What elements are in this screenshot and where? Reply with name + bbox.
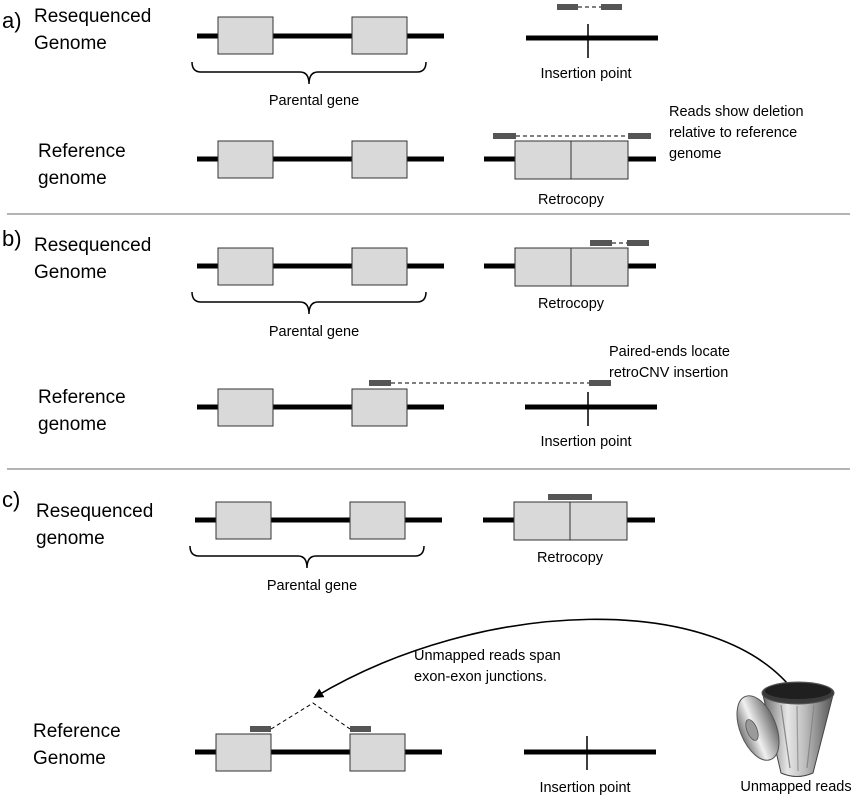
panel-a-resequenced-label-2: Genome <box>34 33 107 54</box>
read-bar <box>627 240 649 246</box>
panel-b-resequenced-gene <box>197 247 444 286</box>
panel-a-note-1: Reads show deletion <box>669 104 804 120</box>
panel-b-insertion-point <box>391 380 657 426</box>
panel-a-reference-label-1: Reference <box>38 141 126 162</box>
read-bar <box>590 240 612 246</box>
panel-a-resequenced-label-1: Resequenced <box>34 6 151 27</box>
panel-b: b) Resequenced Genome Parental gene Retr… <box>2 226 730 450</box>
parental-gene-brace <box>189 545 425 569</box>
panel-c-insertion-point-label: Insertion point <box>539 780 630 796</box>
panel-c-resequenced-label-2: genome <box>36 528 105 549</box>
panel-a-insertion-point-label: Insertion point <box>540 66 631 82</box>
panel-c-insertion-point <box>524 736 656 770</box>
junction-link <box>270 702 351 730</box>
read-bar <box>628 133 651 139</box>
panel-a-parental-gene-label: Parental gene <box>269 93 359 109</box>
panel-b-resequenced-label-1: Resequenced <box>34 235 151 256</box>
panel-b-reference-label-1: Reference <box>38 387 126 408</box>
panel-a-resequenced-gene <box>197 16 444 55</box>
panel-c: c) Resequenced genome Parental gene Retr… <box>2 487 852 796</box>
exon-box <box>351 16 408 55</box>
panel-a: a) Resequenced Genome Parental gene Inse… <box>2 4 804 208</box>
read-bar <box>601 4 622 10</box>
exon-box <box>351 140 408 179</box>
panel-a-retrocopy-label: Retrocopy <box>538 192 605 208</box>
exon-box <box>217 247 274 286</box>
read-bar <box>548 494 592 500</box>
read-bar <box>369 380 391 386</box>
exon-box <box>217 16 274 55</box>
panel-c-retrocopy <box>483 494 655 541</box>
unmapped-reads-arrow <box>313 618 797 699</box>
exon-box <box>215 501 272 540</box>
panel-a-letter: a) <box>2 8 22 33</box>
panel-a-note-2: relative to reference <box>669 125 797 141</box>
panel-b-resequenced-label-2: Genome <box>34 262 107 283</box>
exon-box <box>349 501 406 540</box>
read-bar <box>250 726 271 732</box>
panel-c-reference-label-2: Genome <box>33 748 106 769</box>
panel-b-note-2: retroCNV insertion <box>609 365 728 381</box>
read-bar <box>350 726 371 732</box>
read-bar <box>557 4 578 10</box>
panel-c-reference-gene <box>195 702 442 772</box>
panel-c-note-1: Unmapped reads span <box>414 648 561 664</box>
panel-c-resequenced-label-1: Resequenced <box>36 501 153 522</box>
exon-box <box>215 733 272 772</box>
panel-c-parental-gene-label: Parental gene <box>267 578 357 594</box>
exon-box <box>217 388 274 427</box>
trash-label: Unmapped reads <box>740 779 851 795</box>
panel-c-note-2: exon-exon junctions. <box>414 669 547 685</box>
panel-c-resequenced-gene <box>195 501 442 540</box>
panel-c-retrocopy-label: Retrocopy <box>537 550 604 566</box>
exon-box <box>351 388 408 427</box>
exon-box <box>349 733 406 772</box>
panel-b-reference-gene <box>197 380 444 427</box>
panel-b-parental-gene-label: Parental gene <box>269 324 359 340</box>
trash-can-icon <box>736 681 835 777</box>
panel-b-note-1: Paired-ends locate <box>609 344 730 360</box>
read-bar <box>589 380 611 386</box>
exon-box <box>351 247 408 286</box>
panel-b-reference-label-2: genome <box>38 414 107 435</box>
panel-c-letter: c) <box>2 487 20 512</box>
panel-b-retrocopy-label: Retrocopy <box>538 296 605 312</box>
parental-gene-brace <box>191 291 427 315</box>
parental-gene-brace <box>191 61 427 85</box>
panel-a-reference-gene <box>197 140 444 179</box>
panel-b-insertion-point-label: Insertion point <box>540 434 631 450</box>
exon-box <box>217 140 274 179</box>
panel-a-insertion-point <box>526 4 658 58</box>
read-bar <box>493 133 516 139</box>
panel-b-retrocopy <box>484 240 656 287</box>
panel-a-note-3: genome <box>669 146 721 162</box>
panel-a-reference-label-2: genome <box>38 168 107 189</box>
panel-b-letter: b) <box>2 226 22 251</box>
panel-c-reference-label-1: Reference <box>33 721 121 742</box>
panel-a-retrocopy <box>484 133 656 180</box>
